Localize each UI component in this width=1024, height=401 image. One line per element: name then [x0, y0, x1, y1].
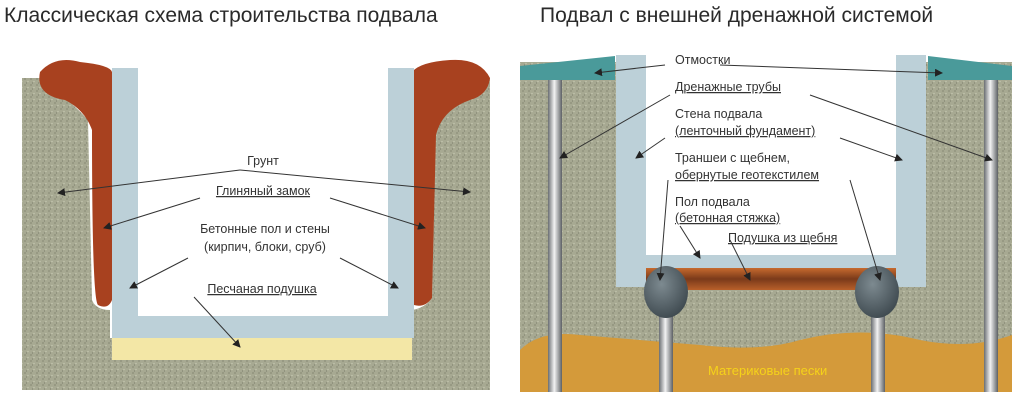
blind-area-right: [928, 56, 1012, 80]
label-bedrock-sand: Материковые пески: [708, 363, 827, 378]
label-drain-pipes: Дренажные трубы: [675, 80, 781, 94]
drain-pipe-outer-right: [984, 80, 998, 392]
label-wall-line1: Стена подвала: [675, 107, 762, 121]
basement-interior: [646, 55, 896, 255]
label-trenches-line2: обернутые геотекстилем: [675, 168, 819, 182]
gravel-cushion: [646, 268, 896, 290]
concrete-wall-right: [388, 68, 414, 338]
concrete-floor: [112, 316, 414, 338]
clay-lock-right: [412, 59, 490, 306]
label-concrete-line1: Бетонные пол и стены: [200, 222, 330, 236]
right-diagram: Отмостки Дренажные трубы Стена подвала (…: [520, 53, 1012, 392]
concrete-wall-left: [112, 68, 138, 338]
label-soil: Грунт: [247, 154, 279, 168]
gravel-trench-right: [855, 266, 899, 318]
basement-interior: [138, 68, 388, 316]
label-concrete-line2: (кирпич, блоки, сруб): [204, 240, 326, 254]
soil-region: [22, 78, 490, 390]
label-sand-cushion: Песчаная подушка: [207, 282, 316, 296]
sand-cushion: [112, 338, 412, 360]
label-floor-line2: (бетонная стяжка): [675, 211, 780, 225]
left-leader-lines: [57, 169, 471, 348]
drain-pipe-inner-left: [659, 300, 673, 392]
gravel-trench-left: [644, 266, 688, 318]
label-blind-area: Отмостки: [675, 53, 730, 67]
clay-lock-left: [39, 59, 112, 307]
label-trenches-line1: Траншеи с щебнем,: [675, 151, 790, 165]
left-diagram: Грунт Глиняный замок Бетонные пол и стен…: [22, 59, 490, 390]
blind-area-left: [520, 56, 615, 80]
label-gravel-cushion: Подушка из щебня: [728, 231, 837, 245]
left-diagram-title: Классическая схема строительства подвала: [4, 4, 438, 27]
label-clay-lock: Глиняный замок: [216, 184, 311, 198]
label-wall-line2: (ленточный фундамент): [675, 124, 815, 138]
drain-pipe-outer-left: [548, 80, 562, 392]
bedrock-sand: [520, 332, 1012, 392]
right-diagram-title: Подвал с внешней дренажной системой: [540, 4, 934, 27]
label-floor-line1: Пол подвала: [675, 195, 750, 209]
drain-pipe-inner-right: [871, 300, 885, 392]
right-leader-lines: [559, 64, 993, 281]
